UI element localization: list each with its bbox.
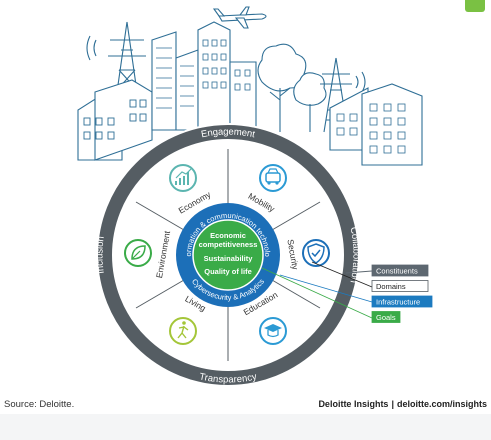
inclusion-label: Inclusion (94, 236, 106, 275)
mobility-car-icon (259, 164, 287, 192)
cell-tower-left-icon (86, 21, 146, 121)
svg-text:Collaboration: Collaboration (348, 226, 362, 284)
legend-label: Constituents (376, 266, 418, 275)
legend-swatch (371, 311, 401, 323)
environment-leaf-icon (124, 239, 152, 267)
goals-circle (192, 219, 264, 291)
legend-swatch (371, 280, 429, 292)
legend-label: Domains (376, 282, 406, 291)
legend-label: Goals (376, 313, 396, 322)
bottom-strip (0, 414, 491, 440)
education-cap-icon (259, 317, 287, 345)
legend-item: Constituents (371, 264, 429, 277)
footer-separator: | (391, 399, 394, 409)
economy-chart-icon (169, 164, 197, 192)
legend-item: Domains (371, 280, 429, 292)
security-shield-icon (302, 239, 330, 267)
goal-line: Quality of life (204, 267, 252, 276)
goal-line: Economic (210, 231, 246, 240)
living-person-icon (169, 317, 197, 345)
goal-line: competitiveness (199, 240, 258, 249)
legend-swatch (371, 295, 433, 308)
transparency-label: Transparency (198, 371, 258, 385)
svg-text:Engagement: Engagement (200, 126, 256, 140)
svg-text:Inclusion: Inclusion (94, 236, 106, 275)
brand-name: Deloitte Insights (318, 399, 389, 409)
engagement-label: Engagement (200, 126, 256, 140)
legend-item: Goals (371, 311, 401, 323)
goal-line: Sustainability (204, 254, 254, 263)
legend-label: Infrastructure (376, 297, 420, 306)
sector-dividers (135, 149, 321, 361)
share-icon[interactable] (465, 0, 485, 12)
legend-swatch (371, 264, 429, 277)
trees-icon (257, 43, 327, 132)
legend-item: Infrastructure (371, 295, 433, 308)
outer-grey-ring (98, 125, 358, 385)
collaboration-label: Collaboration (348, 226, 362, 284)
brand-footer: Deloitte Insights|deloitte.com/insights (318, 399, 487, 409)
source-note: Source: Deloitte. (4, 399, 75, 410)
city-skyline-illustration (77, 6, 423, 166)
brand-site[interactable]: deloitte.com/insights (396, 399, 487, 409)
airplane-icon (212, 6, 267, 29)
svg-text:Transparency: Transparency (198, 371, 258, 385)
